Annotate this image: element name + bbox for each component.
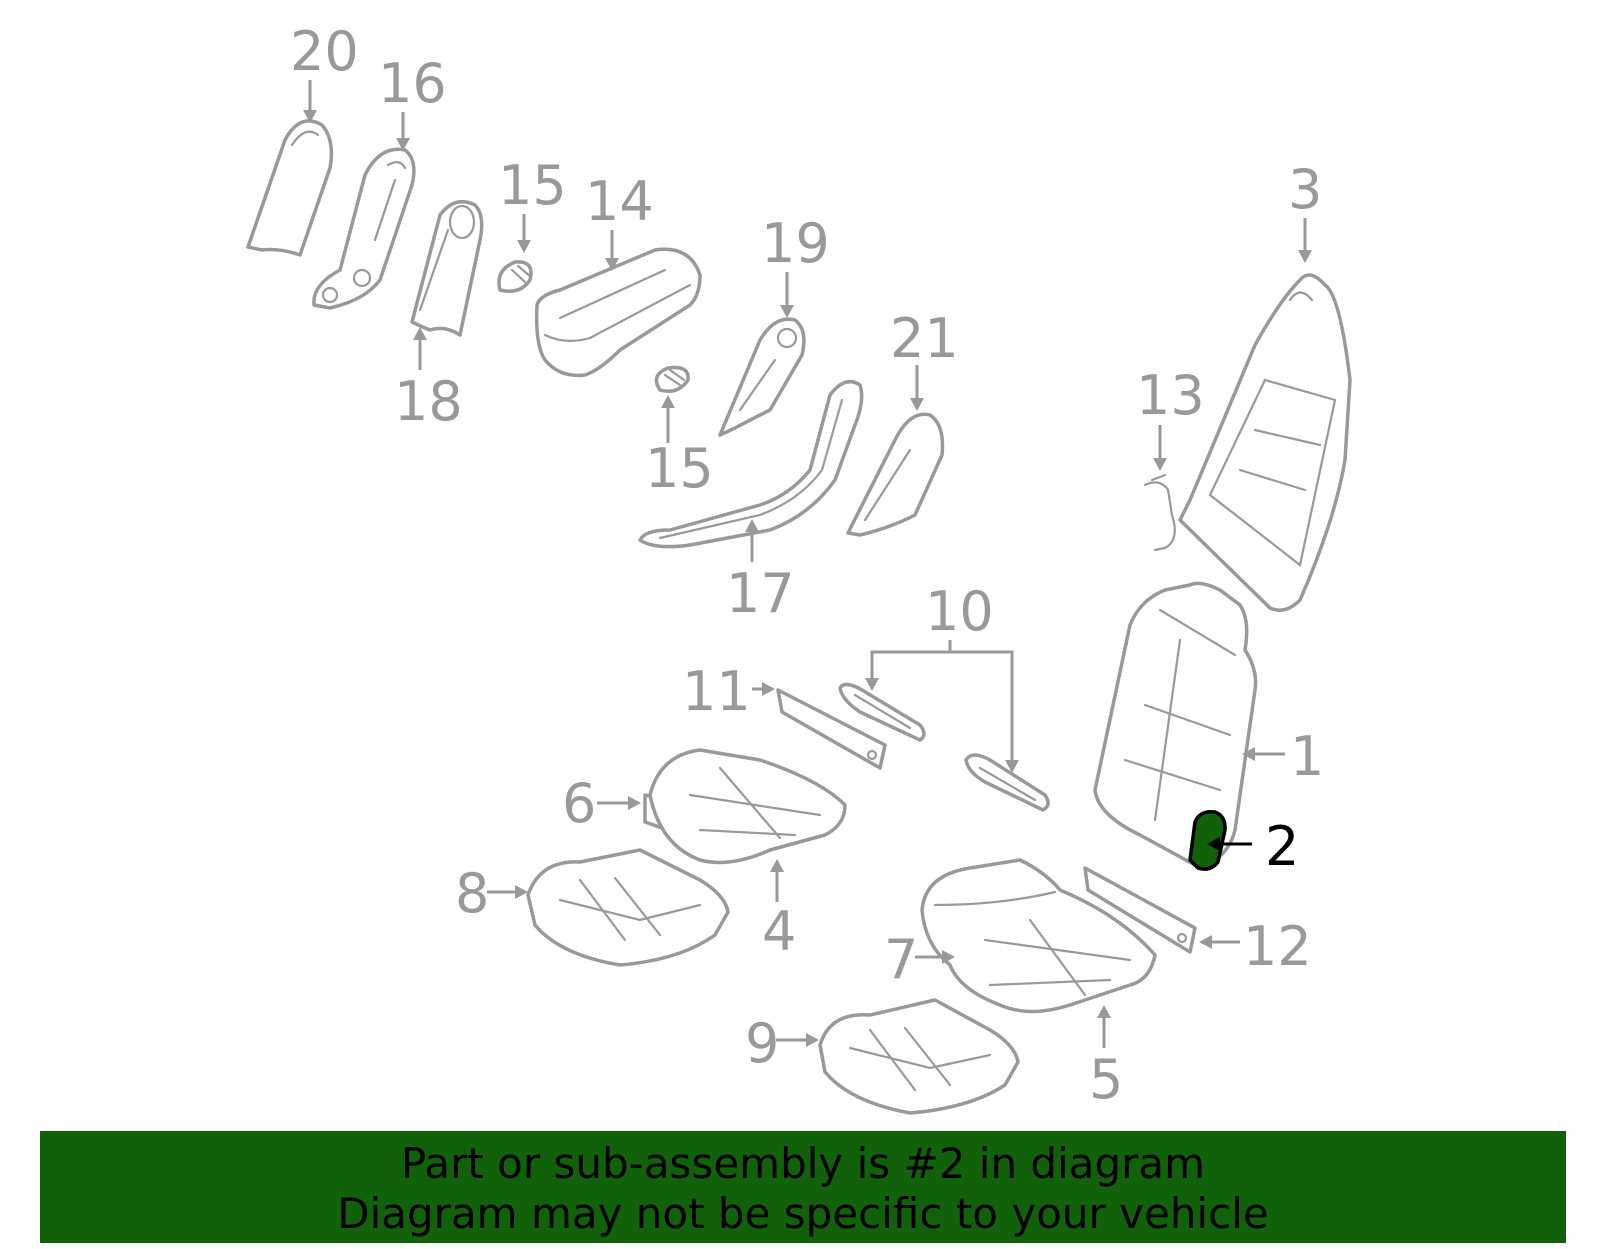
part-1-seatback <box>1093 581 1258 867</box>
part-18-shield <box>410 199 484 337</box>
callout-5: 5 <box>1089 1048 1123 1111</box>
part-10-bracket-upper <box>838 682 926 742</box>
callout-11: 11 <box>682 660 751 723</box>
callout-15-lower: 15 <box>645 437 714 500</box>
callout-18: 18 <box>394 370 463 433</box>
callout-12: 12 <box>1243 915 1312 978</box>
info-banner: Part or sub-assembly is #2 in diagram Di… <box>40 1131 1566 1243</box>
part-16-hinge-cover <box>312 147 416 310</box>
part-14-armrest <box>534 247 702 378</box>
part-15-bushing-lower <box>654 365 690 393</box>
callout-13: 13 <box>1136 364 1205 427</box>
part-11-bar <box>776 688 887 770</box>
callout-20: 20 <box>290 20 359 83</box>
banner-line-1: Part or sub-assembly is #2 in diagram <box>400 1139 1206 1188</box>
callout-19: 19 <box>761 212 830 275</box>
part-13-harness <box>1143 473 1176 552</box>
part-5-seat-cushion <box>920 858 1157 1014</box>
callout-1: 1 <box>1290 725 1324 788</box>
callout-2-active: 2 <box>1265 815 1299 878</box>
part-12-bar <box>1083 866 1197 954</box>
part-8-cushion-frame <box>526 848 730 967</box>
callout-7: 7 <box>884 928 918 991</box>
part-10-bracket-lower <box>964 753 1050 812</box>
part-15-bushing-upper <box>497 260 533 293</box>
part-3-seatback-frame <box>1178 273 1352 612</box>
part-9-cushion-frame <box>818 998 1020 1115</box>
part-20-trim-panel <box>246 119 334 257</box>
callout-8: 8 <box>455 862 489 925</box>
callout-16: 16 <box>378 52 447 115</box>
part-2-highlighted-cover <box>1188 809 1227 871</box>
callout-6: 6 <box>562 772 596 835</box>
callout-9: 9 <box>745 1012 779 1075</box>
callout-14: 14 <box>585 170 654 233</box>
banner-line-2: Diagram may not be specific to your vehi… <box>337 1189 1269 1238</box>
callout-10: 10 <box>925 580 994 643</box>
part-21-cover <box>846 412 945 537</box>
callout-17: 17 <box>726 562 795 625</box>
part-17-side-shield <box>638 379 864 549</box>
part-19-side-cover <box>718 317 806 437</box>
part-4-seat-cushion <box>648 748 847 865</box>
callout-3: 3 <box>1288 158 1322 221</box>
callout-21: 21 <box>890 307 959 370</box>
callout-15-upper: 15 <box>498 154 567 217</box>
callout-4: 4 <box>762 900 796 963</box>
